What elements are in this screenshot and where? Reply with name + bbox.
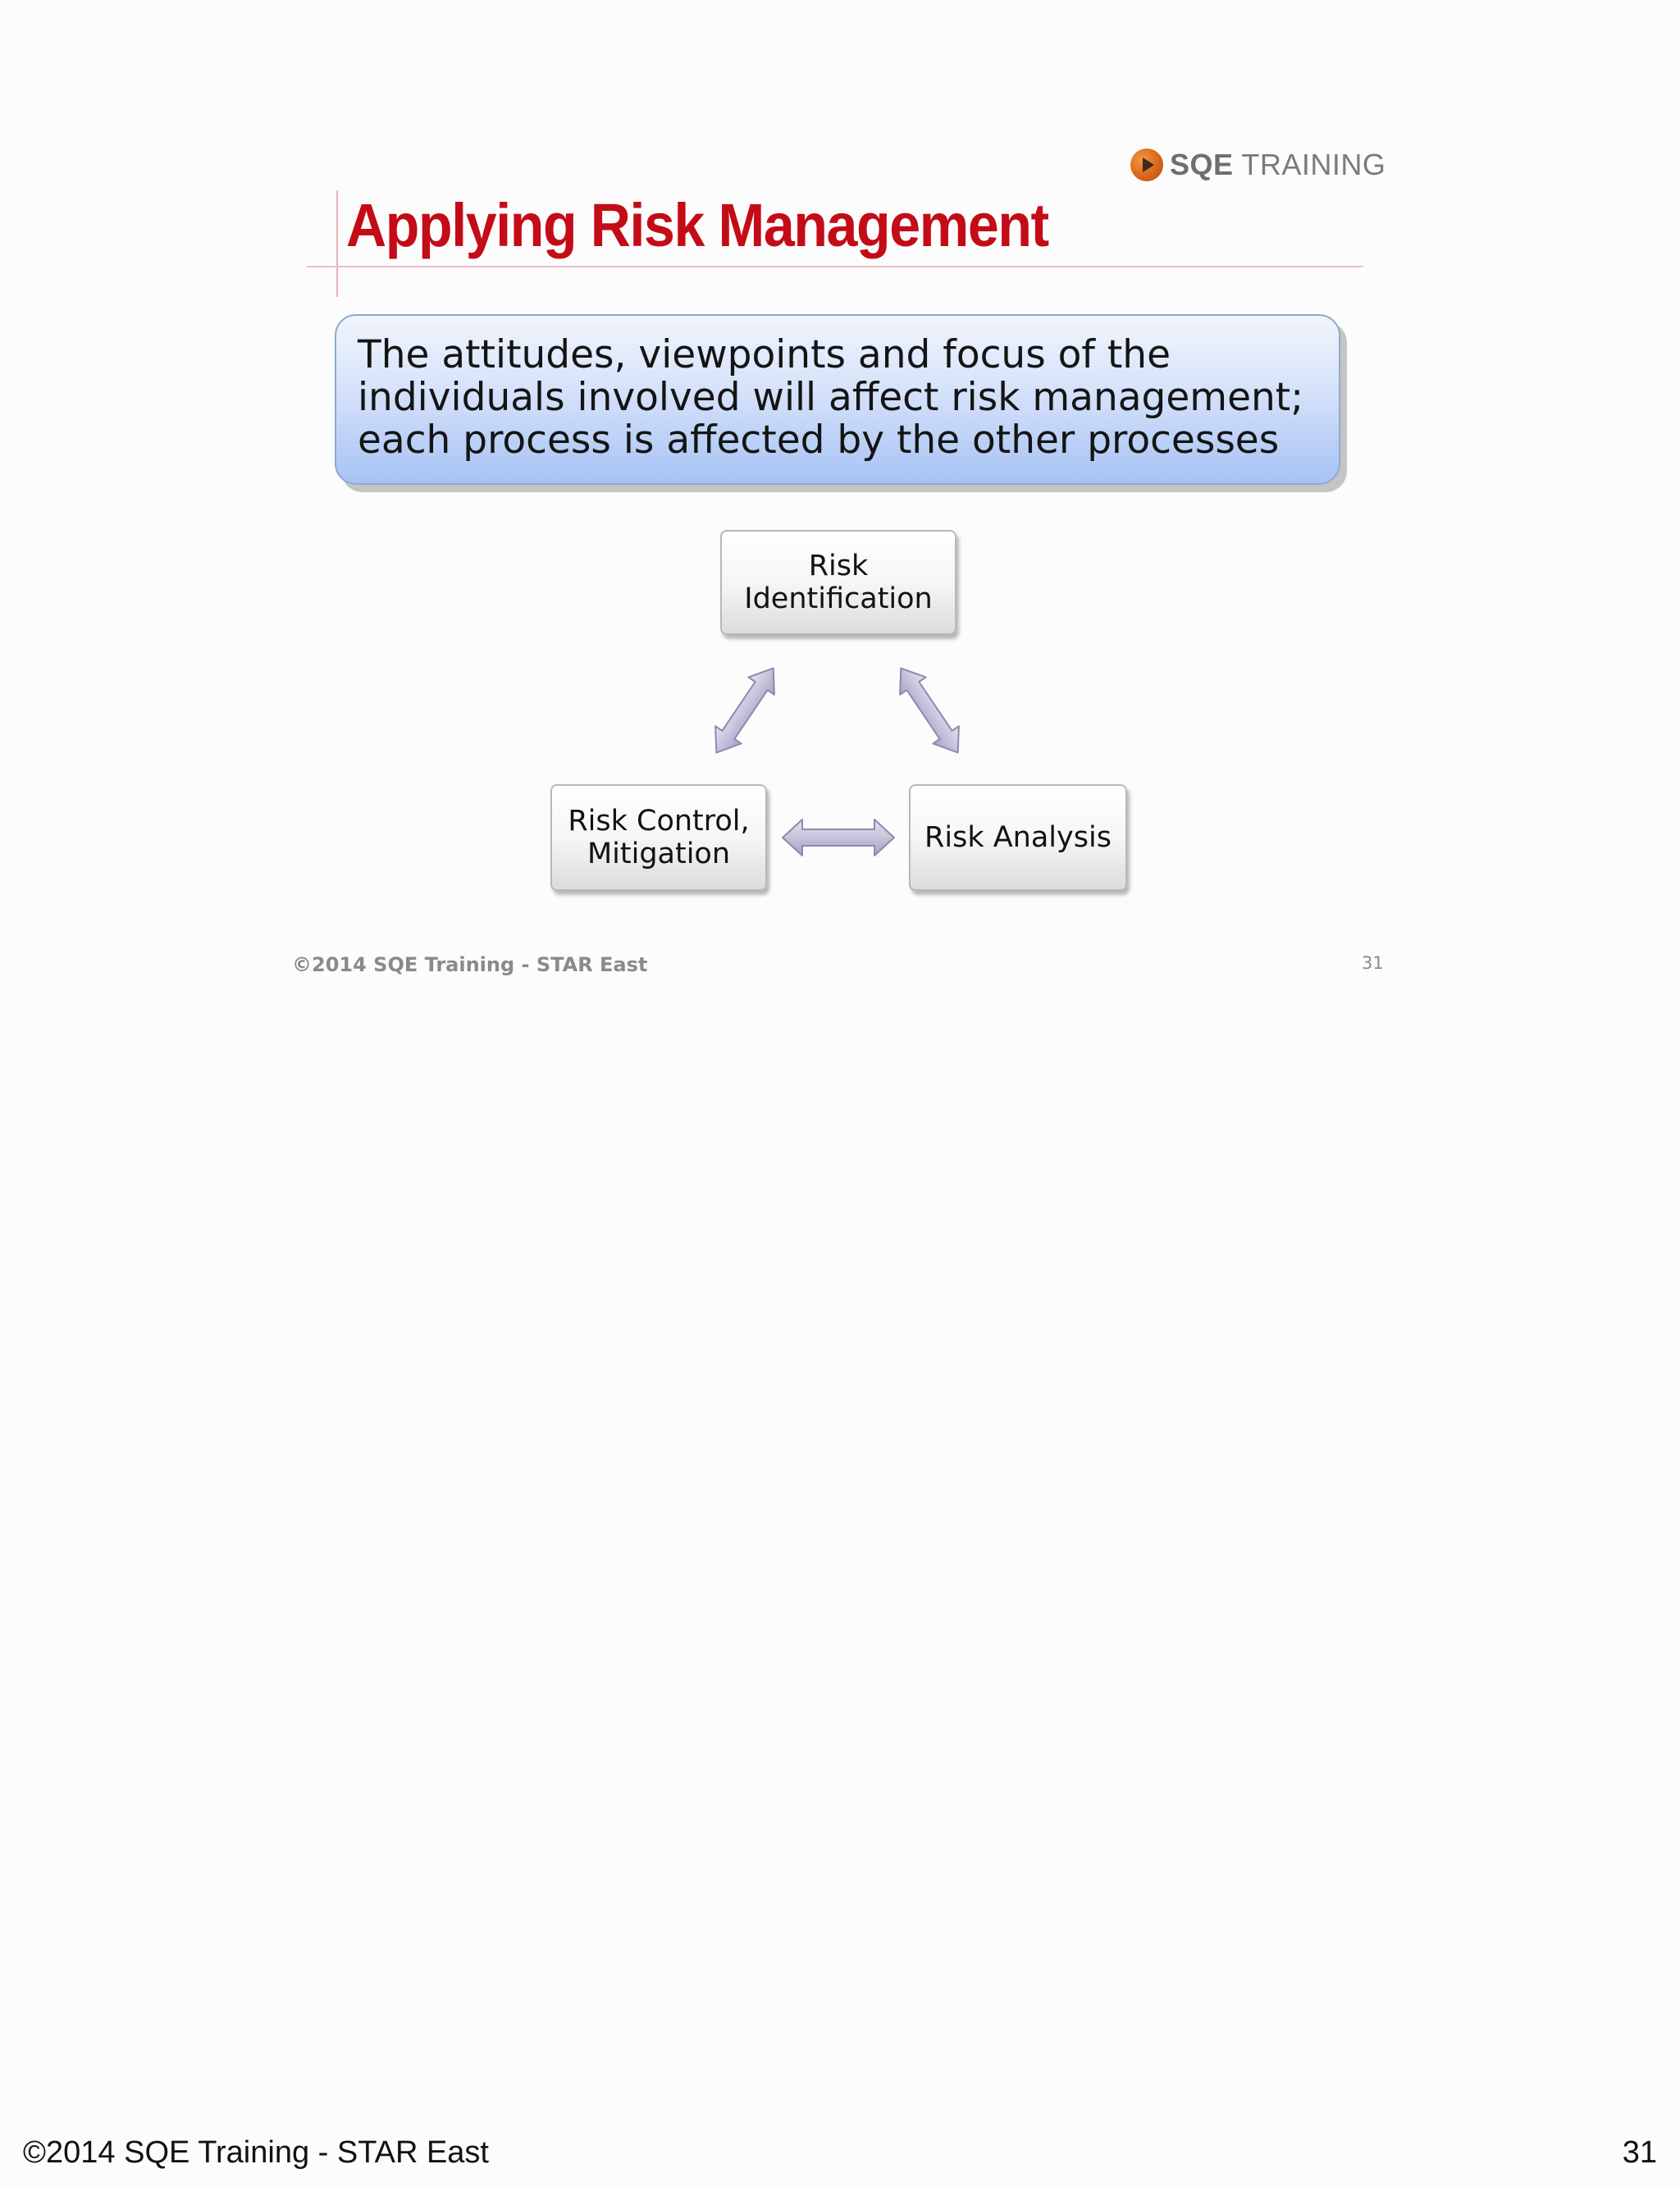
page-footer-copyright: ©2014 SQE Training - STAR East [23,2135,489,2170]
box-label-line: Mitigation [587,838,731,870]
callout-box: The attitudes, viewpoints and focus of t… [335,314,1340,485]
callout-line: individuals involved will affect risk ma… [358,375,1304,420]
slide-title: Applying Risk Management [346,191,1049,259]
title-horizontal-rule [307,266,1363,267]
cycle-arrows [714,667,960,856]
risk-control-label: Risk Control, Mitigation [568,805,749,870]
risk-control-box: Risk Control, Mitigation [550,784,767,891]
double-arrow-left [714,667,775,754]
slide-footer-copyright: ©2014 SQE Training - STAR East [292,953,648,976]
box-label-line: Risk Control, [568,805,750,838]
risk-analysis-box: Risk Analysis [909,784,1127,891]
slide-number: 31 [1362,953,1384,973]
double-arrow-right [899,667,960,754]
box-label-line: Risk [808,550,869,582]
sqe-training-logo: SQE TRAINING [1130,146,1386,184]
slide: SQE TRAINING Applying Risk Management Th… [0,0,1680,1017]
page-number: 31 [1622,2135,1657,2170]
box-label-line: Identification [744,582,933,615]
risk-identification-box: Risk Identification [720,530,956,635]
play-circle-icon [1130,148,1163,181]
risk-identification-label: Risk Identification [744,550,932,615]
logo-text-regular: TRAINING [1233,148,1386,181]
double-arrow-bottom [782,819,895,856]
logo-text-bold: SQE [1170,148,1234,181]
logo-text: SQE TRAINING [1170,148,1386,182]
callout-text: The attitudes, viewpoints and focus of t… [358,334,1319,462]
callout-line: The attitudes, viewpoints and focus of t… [358,332,1171,377]
title-vertical-rule [336,190,338,297]
callout-line: each process is affected by the other pr… [358,418,1280,463]
risk-analysis-label: Risk Analysis [924,821,1112,854]
box-label-line: Risk Analysis [924,821,1112,854]
